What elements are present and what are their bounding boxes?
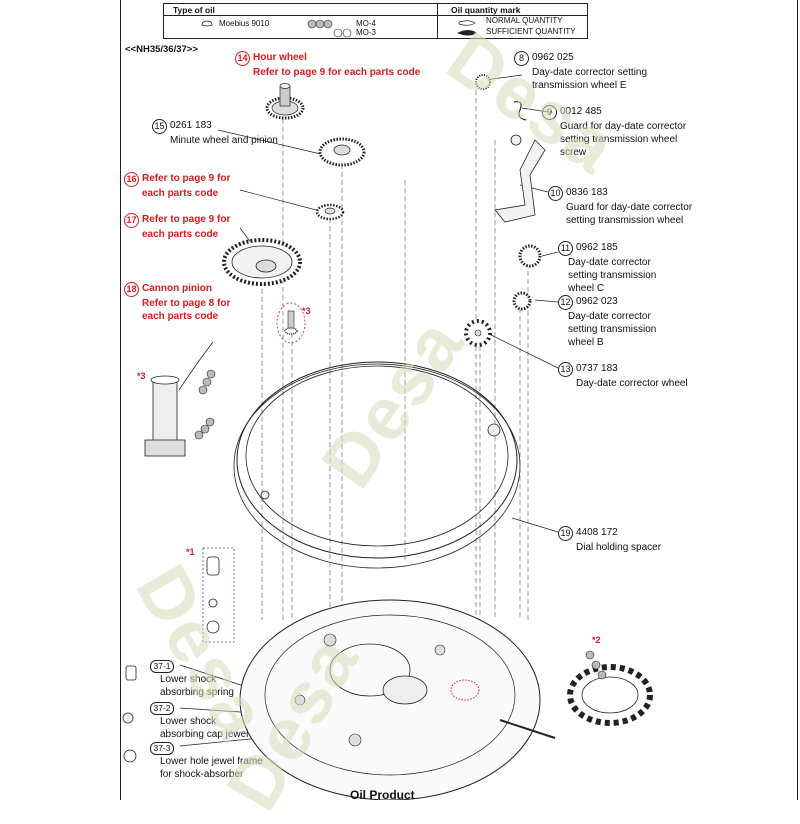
- part-11-wheel: [518, 244, 542, 268]
- star-1-mark: *1: [186, 547, 195, 557]
- oil-legend: Type of oil Oil quantity mark Moebius 90…: [163, 3, 588, 39]
- page-frame: [120, 0, 798, 800]
- minute-wheel-part: [318, 137, 366, 167]
- footer-heading: Oil Product: [350, 788, 415, 802]
- part-10-guard: [494, 139, 546, 223]
- part-12-wheel: [512, 291, 532, 311]
- day-date-wheel-detail: [567, 650, 653, 726]
- part-8-wheel: [475, 74, 491, 90]
- exploded-diagram: [122, 74, 653, 800]
- shock-absorber-detail: [202, 547, 235, 643]
- part-17-wheel: [222, 238, 302, 286]
- legend-mark-sufficient: SUFFICIENT QUANTITY: [486, 27, 576, 36]
- part-13-wheel: [464, 319, 492, 347]
- cannon-pinion-part: [276, 302, 306, 344]
- lower-jewel-frame-icon: [123, 749, 137, 763]
- part-9-screw: [510, 101, 527, 146]
- star-3-mark: *3: [302, 306, 311, 316]
- legend-oil-moebius: Moebius 9010: [219, 19, 270, 28]
- legend-mark-normal: NORMAL QUANTITY: [486, 16, 563, 25]
- movement-base: [239, 599, 556, 800]
- legend-oil-icons: [201, 19, 477, 38]
- cannon-pinion-detail: [144, 341, 216, 457]
- star-2-mark: *2: [592, 635, 601, 645]
- model-tag: <<NH35/36/37>>: [125, 44, 198, 55]
- legend-oil-mark-header: Oil quantity mark: [451, 5, 521, 15]
- legend-oil-mo4: MO-4: [356, 19, 376, 28]
- legend-oil-type-header: Type of oil: [173, 5, 215, 15]
- legend-oil-mo3: MO-3: [356, 28, 376, 37]
- part-16-wheel: [315, 203, 345, 221]
- lower-cap-jewel-icon: [122, 712, 134, 724]
- hour-wheel-part: [265, 83, 305, 120]
- dial-holding-spacer-part: [233, 361, 521, 569]
- lower-shock-spring-icon: [125, 665, 137, 681]
- star-3-detail-mark: *3: [137, 371, 146, 381]
